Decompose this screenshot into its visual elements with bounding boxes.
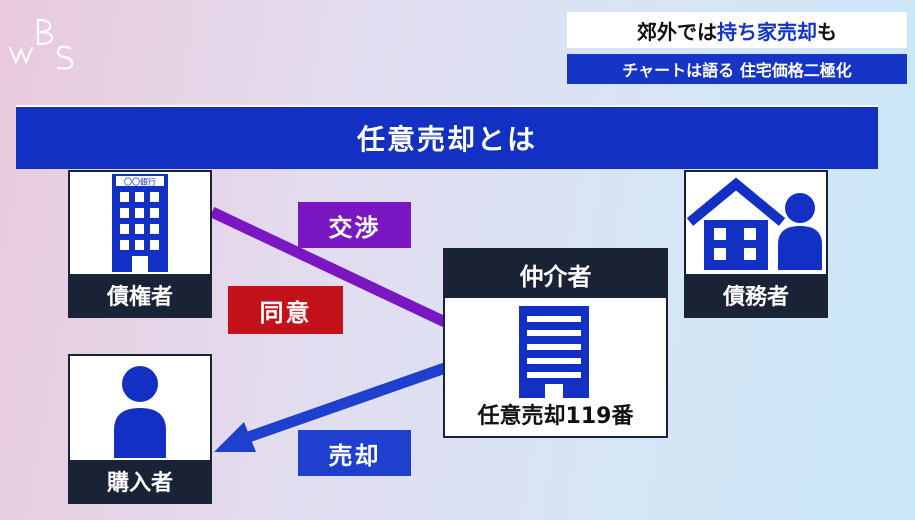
buyer-label: 購入者 bbox=[70, 460, 210, 502]
broker-card: 仲介者 任意売却119番 bbox=[443, 248, 668, 438]
sale-tag: 売却 bbox=[298, 430, 411, 476]
headline-text-1: 郊外では bbox=[637, 19, 717, 44]
debtor-label: 債務者 bbox=[686, 274, 826, 316]
creditor-label: 債権者 bbox=[70, 274, 210, 316]
wbs-logo bbox=[8, 18, 74, 70]
debtor-card: 債務者 bbox=[684, 170, 828, 318]
title-banner: 任意売却とは bbox=[16, 105, 878, 169]
broker-label: 仲介者 bbox=[445, 250, 666, 298]
negotiation-line bbox=[209, 207, 448, 327]
house-person-icon bbox=[686, 177, 822, 270]
subheadline-bar: チャートは語る 住宅価格二極化 bbox=[567, 54, 907, 84]
agreement-tag: 同意 bbox=[228, 286, 343, 334]
bank-building-icon: 〇〇銀行 bbox=[112, 174, 168, 272]
broker-company-name: 任意売却119番 bbox=[477, 404, 634, 429]
creditor-card: 〇〇銀行 債権者 bbox=[68, 170, 212, 318]
banner-title: 任意売却とは bbox=[356, 123, 537, 156]
headline-emphasis: 持ち家売却 bbox=[717, 19, 817, 44]
sale-arrow-line bbox=[238, 362, 447, 446]
office-building-icon bbox=[519, 306, 589, 398]
person-icon bbox=[114, 366, 166, 458]
subheadline-text: チャートは語る 住宅価格二極化 bbox=[622, 61, 852, 80]
negotiation-tag: 交渉 bbox=[298, 202, 411, 248]
headline-text-2: も bbox=[817, 19, 837, 44]
sale-arrow-head bbox=[214, 422, 256, 452]
bank-sign-text: 〇〇銀行 bbox=[124, 177, 156, 187]
buyer-card: 購入者 bbox=[68, 354, 212, 504]
headline-bar: 郊外では持ち家売却も bbox=[567, 12, 907, 48]
